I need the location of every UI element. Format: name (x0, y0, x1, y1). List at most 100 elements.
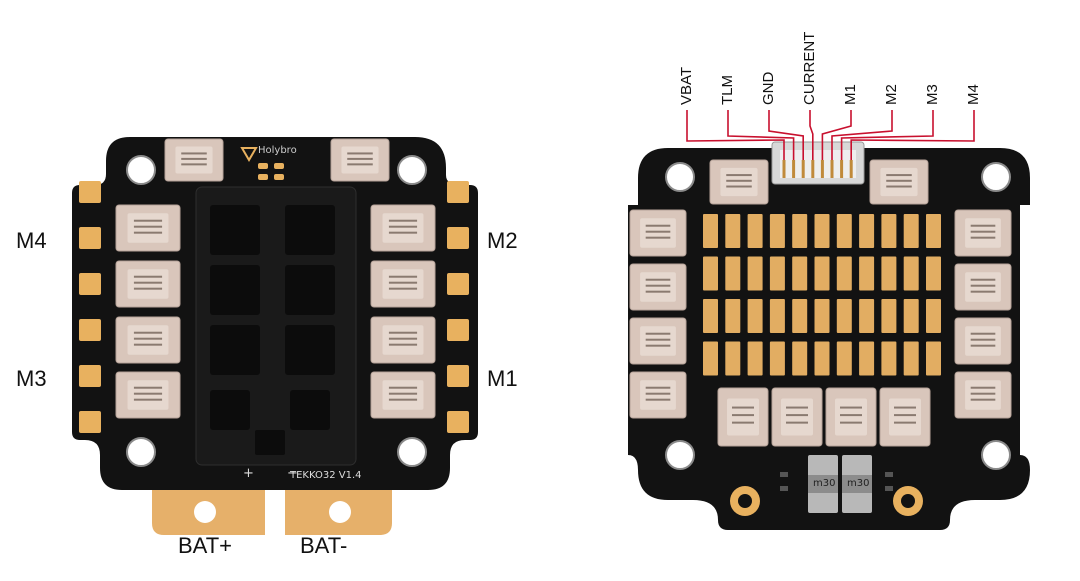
copper-cell (903, 299, 919, 333)
connector-pin (840, 160, 844, 178)
central-chips (210, 205, 335, 455)
copper-cell (814, 214, 830, 248)
copper-cell (703, 341, 718, 376)
copper-cell (926, 299, 941, 333)
copper-cell (725, 256, 741, 291)
mosfet-right-col-2 (370, 316, 436, 364)
connector-pin (801, 160, 805, 178)
copper-cell (792, 256, 808, 291)
copper-cell (926, 214, 941, 248)
copper-cell (903, 214, 919, 248)
copper-cell (859, 341, 875, 376)
silk-plus: + (243, 466, 254, 481)
small-components (780, 472, 893, 491)
copper-cell (881, 341, 897, 376)
copper-cell (792, 299, 808, 333)
right-hole-bl (665, 440, 695, 470)
copper-cell (747, 299, 763, 333)
copper-cell (725, 299, 741, 333)
connector-pin (782, 160, 786, 178)
connector-pins (782, 160, 853, 178)
copper-cell (792, 214, 808, 248)
copper-cell (836, 256, 852, 291)
current-shunts (808, 455, 872, 513)
mosfet-r-bottom-1 (771, 387, 823, 447)
right-pad-left-hole (738, 494, 752, 508)
bat-plus-hole (194, 501, 216, 523)
copper-cell (836, 299, 852, 333)
left-mosfets (115, 138, 436, 419)
left-hole-br (397, 437, 427, 467)
mosfet-r-top-left (709, 159, 769, 205)
mosfet-left-col-0 (115, 204, 181, 252)
mosfet-r-right-3 (954, 371, 1012, 419)
label-m4: M4 (16, 228, 47, 253)
copper-cell (792, 341, 808, 376)
copper-cell (725, 214, 741, 248)
mosfet-r-right-0 (954, 209, 1012, 257)
right-hole-br (981, 440, 1011, 470)
copper-cell (747, 256, 763, 291)
right-mosfets (629, 159, 1012, 447)
right-hole-tl (665, 162, 695, 192)
mosfet-right-col-3 (370, 371, 436, 419)
pin-label-m1: M1 (842, 84, 859, 105)
copper-cell (747, 214, 763, 248)
mosfet-left-col-3 (115, 371, 181, 419)
copper-cell (926, 256, 941, 291)
left-motor-pads (79, 181, 469, 433)
pin-label-tlm: TLM (719, 75, 736, 105)
mosfet-right-col-0 (370, 204, 436, 252)
copper-cell (881, 214, 897, 248)
label-m3: M3 (16, 366, 47, 391)
pin-leader-m4 (850, 110, 975, 160)
copper-cell (703, 299, 718, 333)
silk-minus: − (287, 466, 298, 481)
mosfet-r-bottom-3 (879, 387, 931, 447)
shunt-label-left: m30 (813, 478, 836, 489)
copper-cell (769, 341, 785, 376)
connector-pin (820, 160, 824, 178)
mosfet-top-left (164, 138, 224, 182)
copper-cell (926, 341, 941, 376)
mosfet-top-right (330, 138, 390, 182)
pin-leader-vbat (686, 110, 785, 160)
right-board (628, 110, 1030, 530)
copper-cell (814, 256, 830, 291)
logo-pads (258, 163, 284, 180)
pin-leader-m3 (840, 110, 934, 160)
connector-pin (849, 160, 853, 178)
connector-pin (811, 160, 815, 178)
shunt-label-right: m30 (847, 478, 870, 489)
right-hole-tr (981, 162, 1011, 192)
copper-cell (903, 256, 919, 291)
copper-cell (859, 299, 875, 333)
right-pad-right-hole (901, 494, 915, 508)
pin-leader-tlm (727, 110, 795, 160)
mosfet-r-left-2 (629, 317, 687, 365)
copper-cell (881, 256, 897, 291)
copper-cell (725, 341, 741, 376)
label-m1: M1 (487, 366, 518, 391)
logo-text: Holybro (258, 145, 297, 156)
copper-cell (836, 214, 852, 248)
left-hole-bl (126, 437, 156, 467)
mosfet-r-bottom-0 (717, 387, 769, 447)
pin-leader-m2 (831, 110, 893, 160)
mosfet-r-bottom-2 (825, 387, 877, 447)
board-name: TEKKO32 V1.4 (290, 470, 362, 481)
mosfet-left-col-2 (115, 316, 181, 364)
pin-leader-gnd (768, 110, 804, 160)
connector-pin (830, 160, 834, 178)
mosfet-r-left-0 (629, 209, 687, 257)
copper-cell (859, 214, 875, 248)
pin-label-vbat: VBAT (678, 66, 695, 105)
mosfet-r-right-2 (954, 317, 1012, 365)
pin-leader-current (809, 110, 814, 160)
pin-label-m3: M3 (924, 84, 941, 105)
holybro-logo-icon (240, 147, 258, 162)
pin-label-m4: M4 (965, 84, 982, 105)
bat-minus-hole (329, 501, 351, 523)
pin-label-m2: M2 (883, 84, 900, 105)
